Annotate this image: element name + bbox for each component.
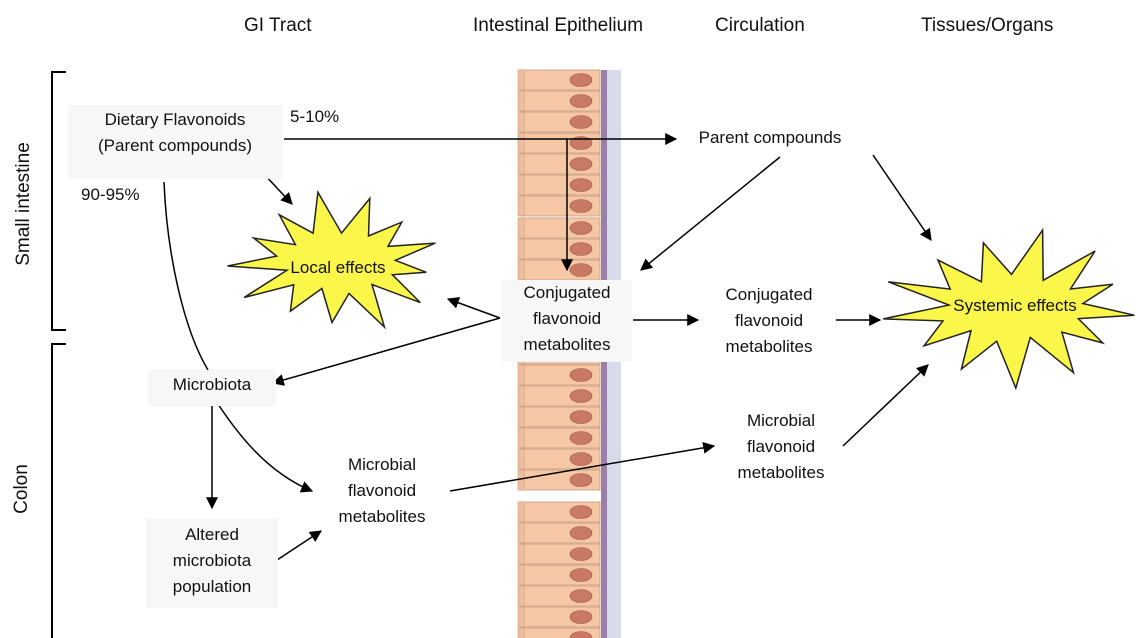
microbial-gi-line-1: Microbial	[316, 452, 448, 478]
node-dietary-flavonoids: Dietary Flavonoids (Parent compounds)	[68, 105, 282, 179]
region-colon: Colon	[11, 439, 33, 539]
microvilli-border	[518, 112, 524, 132]
cell-nucleus	[570, 432, 592, 445]
small-intestine-bracket	[52, 72, 66, 330]
cell-nucleus	[570, 179, 592, 192]
arrow-dietary-to-microbiota-curve	[164, 182, 208, 370]
cell-nucleus	[570, 390, 592, 403]
arrow-conjugated-to-local	[448, 299, 500, 318]
microbial-gi-line-2: flavonoid	[316, 478, 448, 504]
dietary-line-1: Dietary Flavonoids	[68, 107, 282, 133]
conjugated-circ-line-3: metabolites	[704, 334, 834, 360]
microbial-circ-line-1: Microbial	[716, 408, 846, 434]
conjugated-circ-line-2: flavonoid	[704, 308, 834, 334]
microvilli-border	[518, 91, 524, 111]
microvilli-border	[518, 428, 524, 448]
node-conjugated-circulation: Conjugated flavonoid metabolites	[704, 282, 834, 360]
microvilli-border	[518, 628, 524, 638]
microvilli-border	[518, 386, 524, 406]
microvilli-border	[518, 607, 524, 627]
cell-nucleus	[570, 611, 592, 624]
cell-nucleus	[570, 243, 592, 256]
cell-nucleus	[570, 200, 592, 213]
node-microbial-metabolites-gi: Microbial flavonoid metabolites	[316, 452, 448, 530]
microvilli-border	[518, 260, 524, 280]
altered-line-3: population	[146, 574, 278, 600]
dietary-line-2: (Parent compounds)	[68, 133, 282, 159]
cell-nucleus	[570, 222, 592, 235]
cell-nucleus	[570, 569, 592, 582]
header-gi-tract: GI Tract	[244, 14, 312, 38]
arrow-altered-to-microbial	[274, 531, 321, 562]
cell-nucleus	[570, 527, 592, 540]
cell-nucleus	[570, 264, 592, 277]
arrow-conjugated-to-microbiota	[273, 318, 500, 383]
microbial-circ-line-2: flavonoid	[716, 434, 846, 460]
cell-nucleus	[570, 506, 592, 519]
microbiota-text: Microbiota	[148, 372, 276, 398]
cell-nucleus	[570, 95, 592, 108]
percent-absorbed: 5-10%	[290, 106, 339, 128]
cell-nucleus	[570, 453, 592, 466]
arrow-parent-to-systemic	[873, 155, 931, 240]
microvilli-border	[518, 544, 524, 564]
colon-bracket	[52, 344, 66, 638]
node-altered-microbiota: Altered microbiota population	[146, 518, 278, 608]
microbial-circ-line-3: metabolites	[716, 460, 846, 486]
cell-nucleus	[570, 590, 592, 603]
cell-nucleus	[570, 548, 592, 561]
conjugated-circ-line-1: Conjugated	[704, 282, 834, 308]
arrow-parent-to-conjugated	[641, 157, 780, 270]
systemic-effects-label: Systemic effects	[940, 296, 1090, 316]
node-microbiota: Microbiota	[148, 370, 276, 406]
header-circulation: Circulation	[715, 14, 805, 38]
microbial-gi-line-3: metabolites	[316, 504, 448, 530]
parent-compounds-text: Parent compounds	[690, 125, 850, 151]
altered-line-2: microbiota	[146, 548, 278, 574]
microvilli-border	[518, 365, 524, 385]
conjugated-epi-line-1: Conjugated	[502, 280, 632, 306]
microvilli-border	[518, 196, 524, 216]
arrow-microbial-circ-to-systemic	[843, 365, 928, 446]
cell-nucleus	[570, 116, 592, 129]
cell-nucleus	[570, 411, 592, 424]
cell-nucleus	[570, 474, 592, 487]
microvilli-border	[518, 586, 524, 606]
microvilli-border	[518, 70, 524, 90]
conjugated-epi-line-3: metabolites	[502, 332, 632, 358]
microvilli-border	[518, 154, 524, 174]
microvilli-border	[518, 175, 524, 195]
node-conjugated-epithelium: Conjugated flavonoid metabolites	[502, 280, 632, 362]
header-intestinal-epithelium: Intestinal Epithelium	[473, 14, 643, 38]
node-microbial-metabolites-circulation: Microbial flavonoid metabolites	[716, 408, 846, 486]
percent-unabsorbed: 90-95%	[81, 184, 140, 206]
microvilli-border	[518, 239, 524, 259]
conjugated-epi-line-2: flavonoid	[502, 306, 632, 332]
microvilli-border	[518, 565, 524, 585]
local-effects-label: Local effects	[278, 258, 398, 278]
microvilli-border	[518, 407, 524, 427]
microvilli-border	[518, 523, 524, 543]
altered-line-1: Altered	[146, 522, 278, 548]
microvilli-border	[518, 449, 524, 469]
microvilli-border	[518, 218, 524, 238]
cell-nucleus	[570, 369, 592, 382]
cell-nucleus	[570, 158, 592, 171]
header-tissues-organs: Tissues/Organs	[921, 14, 1053, 38]
cell-nucleus	[570, 74, 592, 87]
region-small-intestine: Small intestine	[13, 134, 35, 274]
node-parent-compounds-circulation: Parent compounds	[690, 125, 850, 151]
microvilli-border	[518, 133, 524, 153]
microvilli-border	[518, 502, 524, 522]
arrow-microbiota-to-microbial-curve	[214, 398, 312, 491]
